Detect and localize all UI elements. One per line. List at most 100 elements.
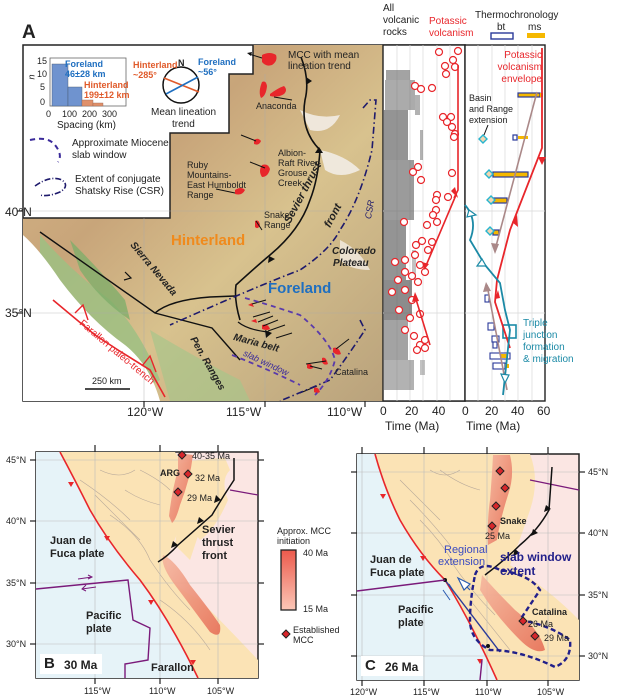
rose-caption-1: Mean lineation — [151, 107, 217, 118]
rose-hinterland-label: Hinterland — [133, 60, 178, 70]
volcanic-xtick-40: 40 — [432, 404, 446, 418]
hist-ylabel: n — [26, 74, 37, 80]
triple-label-1: Triple — [523, 318, 548, 329]
hist-xtick-100: 100 — [62, 109, 78, 119]
label-ruby-2: Mountains- — [187, 170, 232, 180]
hist-xtick-200: 200 — [82, 109, 98, 119]
potassic-header-1: Potassic — [429, 16, 467, 27]
label-ruby-4: Range — [187, 190, 214, 200]
b-label-age3: 29 Ma — [187, 493, 213, 503]
thermo-xtick-20: 20 — [485, 404, 499, 418]
c-pacific-1: Pacific — [398, 604, 434, 616]
label-albion-3: Grouse — [278, 168, 308, 178]
legend-csr-1: Extent of conjugate — [75, 174, 161, 185]
basin-label-2: and Range — [469, 104, 514, 114]
volcanic-header-2: volcanic — [383, 15, 420, 26]
potassic-header-2: volcanism — [429, 28, 474, 39]
label-snake-2: Range — [264, 220, 291, 230]
c-lon-105: 105°W — [537, 687, 565, 697]
hist-xlabel: Spacing (km) — [57, 120, 116, 131]
envelope-label-1: Potassic — [504, 50, 542, 61]
legend-mcc-1: MCC with mean — [288, 50, 360, 61]
c-jdf-2: Fuca plate — [370, 567, 425, 579]
b-sevier-2: thrust — [202, 537, 234, 549]
lat-tick-40: 40°N — [5, 205, 32, 219]
basin-label-1: Basin — [469, 93, 492, 103]
rose-caption-2: trend — [172, 119, 195, 130]
lat-tick-35: 35°N — [5, 306, 32, 320]
spacing-histogram — [49, 57, 127, 107]
legend-mcc-init-2: initiation — [277, 536, 311, 546]
c-label-snake: Snake — [500, 516, 527, 526]
hist-ytick-0: 0 — [40, 97, 46, 107]
panel-b-letter: B — [44, 655, 55, 672]
panel-b-age: 30 Ma — [64, 658, 98, 672]
volcanic-rock-scatter — [384, 70, 425, 390]
thermo-bt-label: bt — [497, 22, 506, 33]
thermo-xtick-60: 60 — [537, 404, 551, 418]
basin-label-3: extension — [469, 115, 508, 125]
legend-csr-2: Shatsky Rise (CSR) — [75, 186, 164, 197]
legend-mcc-2: lineation trend — [288, 61, 351, 72]
thermo-xlabel: Time (Ma) — [466, 419, 521, 433]
c-lat-40: 40°N — [588, 528, 609, 538]
c-lat-45: 45°N — [588, 467, 609, 477]
thermo-xtick-0: 0 — [462, 404, 469, 418]
b-lon-115: 115°W — [84, 686, 111, 696]
triple-label-2: junction — [523, 330, 558, 341]
b-lat-45: 45°N — [6, 455, 27, 465]
triple-label-4: & migration — [523, 354, 574, 365]
label-catalina: Catalina — [335, 367, 369, 377]
b-label-arg: ARG — [160, 468, 180, 478]
b-lat-30: 30°N — [6, 639, 27, 649]
c-lon-115: 115°W — [413, 687, 440, 697]
label-albion-4: Creek — [278, 178, 303, 188]
hist-xtick-0: 0 — [46, 109, 52, 119]
b-lat-35: 35°N — [6, 578, 27, 588]
rose-hinterland-value: ~285° — [133, 70, 157, 80]
legend-established-1: Established — [293, 625, 340, 635]
label-ruby-1: Ruby — [187, 160, 209, 170]
label-ruby-3: East Humboldt — [187, 180, 247, 190]
legend-mcc-init-1: Approx. MCC — [277, 526, 332, 536]
hist-foreland-value: 46±28 km — [65, 69, 106, 79]
legend-slab-2: slab window — [72, 150, 127, 161]
hist-hinterland-value: 199±12 km — [84, 90, 130, 100]
hist-ytick-15: 15 — [37, 56, 48, 66]
legend-slab-1: Approximate Miocene — [72, 138, 169, 149]
panel-a-letter: A — [22, 22, 36, 43]
b-lon-105: 105°W — [207, 686, 235, 696]
envelope-label-2: volcanism — [497, 62, 542, 73]
b-jdf-2: Fuca plate — [50, 548, 105, 560]
b-pacific-2: plate — [86, 623, 112, 635]
b-jdf-1: Juan de — [50, 535, 92, 547]
c-label-age-29: 29 Ma — [544, 633, 570, 643]
label-snake-1: Snake — [264, 210, 290, 220]
legend-established-2: MCC — [293, 635, 314, 645]
label-anaconda: Anaconda — [256, 101, 297, 111]
hist-ytick-5: 5 — [40, 82, 46, 92]
hist-foreland-label: Foreland — [65, 59, 104, 69]
scale-bar-label: 250 km — [92, 376, 122, 386]
c-lon-120: 120°W — [350, 687, 378, 697]
potassic-circles — [387, 46, 463, 355]
hist-xtick-300: 300 — [102, 109, 118, 119]
label-albion-2: Raft River- — [278, 158, 322, 168]
label-foreland: Foreland — [268, 280, 332, 297]
b-sevier-3: front — [202, 550, 228, 562]
triple-label-3: formation — [523, 342, 565, 353]
b-lat-40: 40°N — [6, 516, 27, 526]
label-colorado-1: Colorado — [332, 246, 376, 257]
thermo-xtick-40: 40 — [511, 404, 525, 418]
c-slab-1: slab window — [500, 550, 572, 564]
c-label-age-snake: 25 Ma — [485, 531, 511, 541]
volcanic-xtick-20: 20 — [405, 404, 419, 418]
panel-c-age: 26 Ma — [385, 660, 419, 674]
label-hinterland: Hinterland — [171, 232, 246, 249]
lon-tick-120: 120°W — [127, 405, 164, 419]
rose-foreland-value: ~56° — [198, 67, 217, 77]
lon-tick-110: 110°W — [327, 405, 363, 419]
c-pacific-2: plate — [398, 617, 424, 629]
c-lon-110: 110°W — [475, 687, 502, 697]
